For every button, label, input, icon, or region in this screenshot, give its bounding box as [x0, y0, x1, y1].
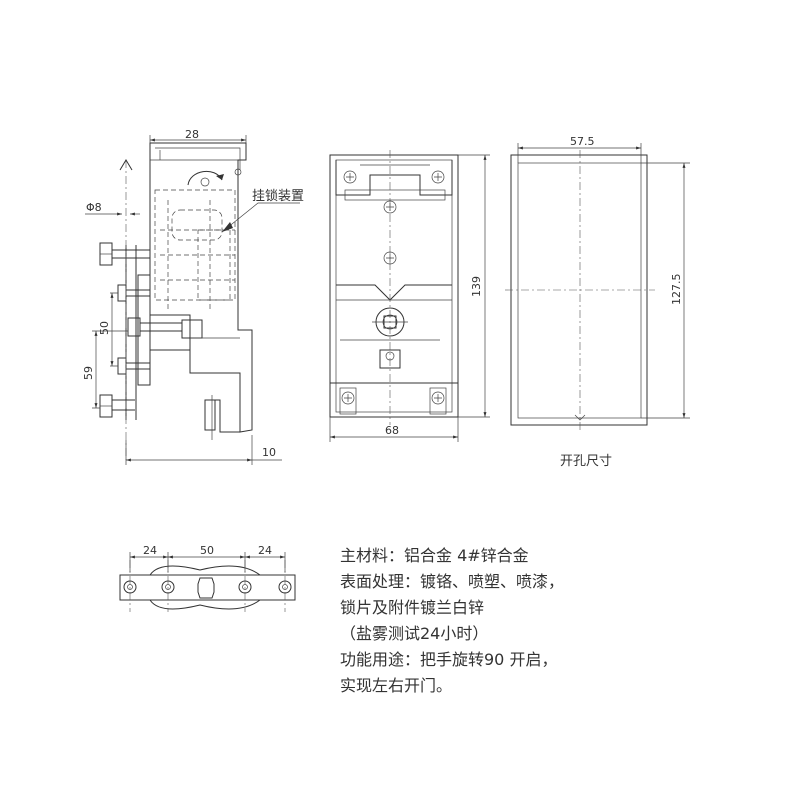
spec-salt-test: （盐雾测试24小时）	[340, 624, 489, 643]
dim-phi8: Φ8	[86, 201, 102, 214]
dim-127-5: 127.5	[670, 274, 683, 306]
bottom-view: 24 50 24	[119, 544, 296, 612]
dim-24-left: 24	[143, 544, 157, 557]
cutout-caption: 开孔尺寸	[560, 454, 612, 469]
dim-28: 28	[185, 128, 199, 141]
spec-function: 功能用途：把手旋转90 开启，	[340, 650, 558, 669]
side-view: 28 Φ8 50 59 10 挂锁装置	[82, 128, 304, 465]
dim-59: 59	[82, 366, 95, 380]
dim-10: 10	[262, 446, 276, 459]
dim-50: 50	[98, 321, 111, 335]
dim-57-5: 57.5	[570, 135, 595, 148]
spec-plating: 锁片及附件镀兰白锌	[340, 598, 485, 617]
spec-material: 主材料：铝合金 4#锌合金	[340, 546, 529, 565]
dim-68: 68	[385, 424, 399, 437]
spec-text: 主材料：铝合金 4#锌合金 表面处理：镀铬、喷塑、喷漆， 锁片及附件镀兰白锌 （…	[340, 543, 564, 699]
front-view: 139 68	[329, 150, 490, 442]
callout-lock-device: 挂锁装置	[252, 188, 304, 204]
dim-50-mid: 50	[200, 544, 214, 557]
cutout-view: 57.5 127.5 开孔尺寸	[505, 135, 690, 469]
dim-24-right: 24	[258, 544, 272, 557]
spec-door: 实现左右开门。	[340, 676, 453, 695]
dim-139: 139	[470, 276, 483, 297]
spec-surface: 表面处理：镀铬、喷塑、喷漆，	[340, 572, 565, 591]
